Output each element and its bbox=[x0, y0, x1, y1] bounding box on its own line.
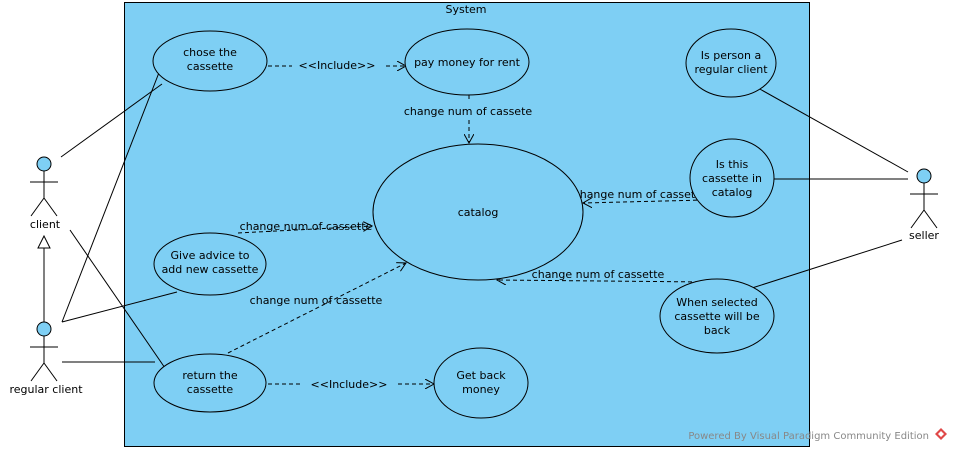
dependencies bbox=[227, 66, 707, 384]
actor-regular-client[interactable]: regular client bbox=[9, 321, 83, 396]
assoc-regular-advice[interactable] bbox=[61, 291, 178, 323]
visual-paradigm-logo-icon bbox=[935, 428, 947, 440]
use-case-label: Is this bbox=[716, 158, 749, 171]
use-case-label: catalog bbox=[712, 186, 753, 199]
dep-return-catalog bbox=[227, 263, 406, 354]
actor-client[interactable]: client bbox=[30, 156, 61, 231]
actor-label: client bbox=[30, 218, 61, 231]
use-case-label: money bbox=[462, 383, 500, 396]
use-case-catalog[interactable]: catalog bbox=[372, 143, 584, 281]
generalization bbox=[37, 234, 51, 322]
use-case-regular-client-check[interactable]: Is person a regular client bbox=[685, 28, 777, 98]
dep-label-return-catalog: change num of cassette bbox=[250, 294, 383, 307]
assoc-seller-when[interactable] bbox=[751, 239, 903, 289]
use-case-label: add new cassette bbox=[162, 263, 259, 276]
assoc-client-return[interactable] bbox=[69, 229, 166, 369]
include-label-1: <<Include>> bbox=[299, 59, 376, 72]
dep-label-when-catalog: change num of cassette bbox=[532, 268, 665, 281]
use-case-when-back[interactable]: When selected cassette will be back bbox=[659, 278, 775, 354]
assoc-client-chose[interactable] bbox=[60, 83, 163, 158]
use-case-label: cassette bbox=[187, 383, 234, 396]
use-case-label: return the bbox=[182, 369, 237, 382]
actor-head-icon bbox=[36, 156, 52, 172]
use-case-label: cassette bbox=[187, 60, 234, 73]
associations bbox=[60, 69, 909, 369]
use-case-return-cassette[interactable]: return the cassette bbox=[153, 353, 267, 413]
dep-label-advice-catalog: change num of cassette bbox=[240, 220, 373, 233]
use-case-chose-cassette[interactable]: chose the cassette bbox=[152, 30, 268, 92]
dep-isin-catalog bbox=[583, 200, 705, 203]
use-case-label: Give advice to bbox=[171, 249, 250, 262]
use-case-cassette-in-catalog[interactable]: Is this cassette in catalog bbox=[689, 138, 775, 218]
dep-label-pay-catalog: change num of cassete bbox=[404, 105, 533, 118]
assoc-seller-regular[interactable] bbox=[757, 87, 909, 173]
use-case-get-back-money[interactable]: Get back money bbox=[433, 347, 529, 419]
dep-label-isin-catalog: change num of cassette bbox=[574, 188, 707, 201]
use-case-pay-money[interactable]: pay money for rent bbox=[404, 28, 530, 96]
use-case-give-advice[interactable]: Give advice to add new cassette bbox=[153, 232, 267, 296]
actor-label: seller bbox=[909, 229, 939, 242]
use-case-label: chose the bbox=[183, 46, 237, 59]
dep-advice-catalog bbox=[237, 226, 372, 234]
actor-head-icon bbox=[36, 321, 52, 337]
actor-label: regular client bbox=[9, 383, 83, 396]
watermark-text: Powered By Visual Paradigm Community Edi… bbox=[688, 431, 929, 442]
use-case-label: regular client bbox=[694, 63, 768, 76]
use-case-label: cassette will be bbox=[674, 310, 760, 323]
use-case-label: pay money for rent bbox=[414, 56, 521, 69]
use-case-label: back bbox=[704, 324, 731, 337]
actor-head-icon bbox=[916, 168, 932, 184]
generalization-arrow-icon bbox=[37, 234, 51, 249]
system-title: System bbox=[445, 3, 486, 16]
include-label-2: <<Include>> bbox=[311, 378, 388, 391]
use-case-label: When selected bbox=[676, 296, 758, 309]
use-case-label: cassette in bbox=[702, 172, 762, 185]
assoc-regular-chose[interactable] bbox=[61, 69, 161, 323]
use-case-label: Is person a bbox=[701, 49, 761, 62]
actor-seller[interactable]: seller bbox=[909, 168, 939, 242]
use-case-label: Get back bbox=[456, 369, 506, 382]
use-case-label: catalog bbox=[458, 206, 499, 219]
